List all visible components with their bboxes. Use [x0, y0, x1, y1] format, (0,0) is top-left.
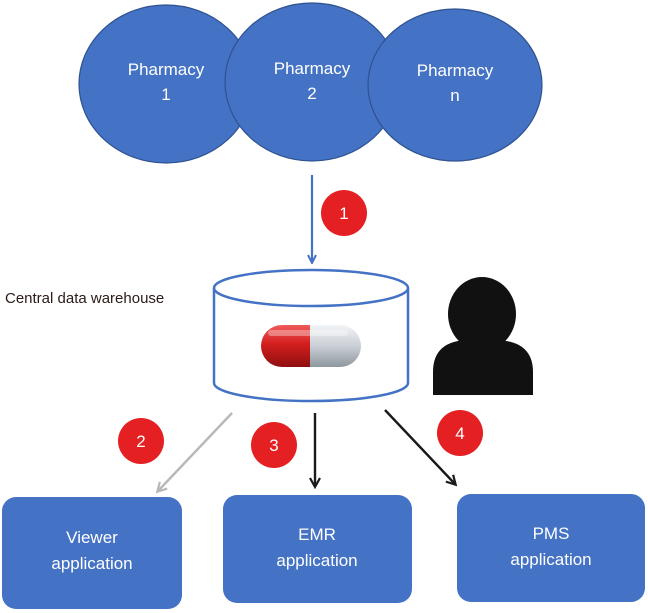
step-badge-1-number: 1 [339, 204, 348, 223]
pharmacy-1-name: Pharmacy [128, 60, 205, 79]
pharmacy-2-number: 2 [307, 84, 316, 103]
pharmacy-n-name: Pharmacy [417, 61, 494, 80]
viewer-application-box: Viewer application [2, 497, 182, 609]
warehouse-label: Central data warehouse [5, 290, 164, 307]
warehouse-to-viewer-arrow [158, 412, 233, 491]
step-badge-1: 1 [321, 190, 367, 236]
pms-application-name: PMS [533, 524, 570, 543]
pharmacy-n-number: n [450, 86, 459, 105]
step-badge-4-number: 4 [455, 424, 464, 443]
step-badge-2-number: 2 [136, 432, 145, 451]
emr-application-box: EMR application [223, 495, 412, 603]
viewer-application-suffix: application [51, 554, 132, 573]
step-badge-3-number: 3 [269, 436, 278, 455]
pharmacy-2-name: Pharmacy [274, 59, 351, 78]
pharmacy-1-number: 1 [161, 85, 170, 104]
person-icon [433, 277, 533, 395]
warehouse-to-pms-arrow [384, 409, 455, 484]
pms-application-box: PMS application [457, 494, 645, 602]
viewer-application-name: Viewer [66, 528, 118, 547]
emr-application-suffix: application [276, 551, 357, 570]
step-badge-4: 4 [437, 410, 483, 456]
emr-application-name: EMR [298, 525, 336, 544]
step-badge-2: 2 [118, 418, 164, 464]
pharmacy-node-2: Pharmacy 2 [224, 2, 400, 162]
pms-application-suffix: application [510, 550, 591, 569]
pharmacy-node-n: Pharmacy n [367, 8, 543, 162]
step-badge-3: 3 [251, 422, 297, 468]
capsule-icon [261, 325, 361, 367]
